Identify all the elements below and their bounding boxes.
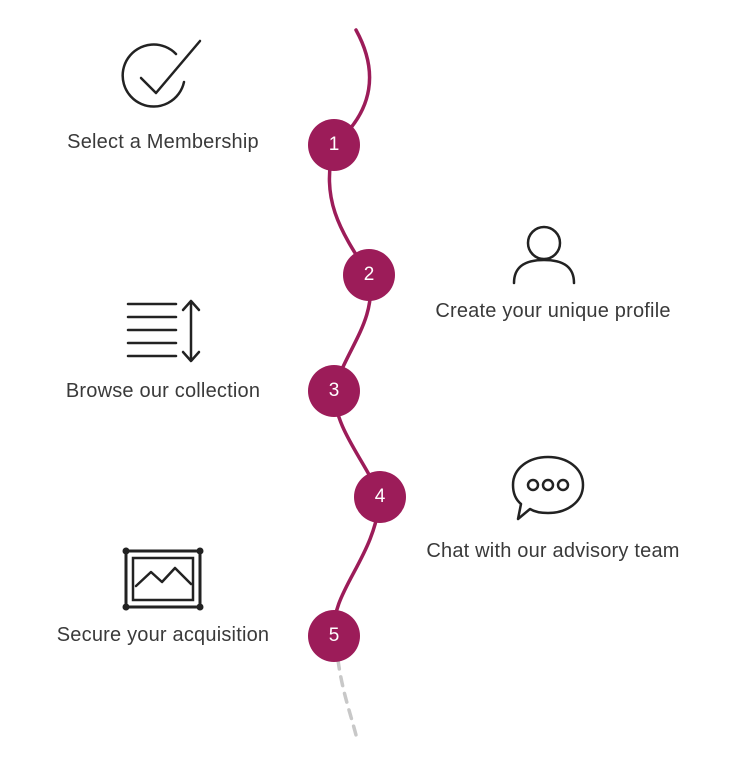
list-scroll-icon [124, 298, 206, 364]
user-icon [510, 224, 578, 286]
chat-bubble-icon [509, 453, 587, 523]
check-circle-icon [120, 38, 204, 114]
step-3-badge: 3 [308, 365, 360, 417]
step-4-badge: 4 [354, 471, 406, 523]
step-2-label: Create your unique profile [435, 300, 671, 322]
step-3-label: Browse our collection [65, 380, 261, 402]
step-1-badge: 1 [308, 119, 360, 171]
step-5-label: Secure your acquisition [56, 624, 270, 646]
step-2-badge: 2 [343, 249, 395, 301]
step-1-label: Select a Membership [67, 131, 259, 153]
step-4-label: Chat with our advisory team [426, 540, 680, 562]
step-5-badge: 5 [308, 610, 360, 662]
framed-picture-icon [121, 546, 205, 612]
timeline-dashed-line [336, 658, 358, 737]
